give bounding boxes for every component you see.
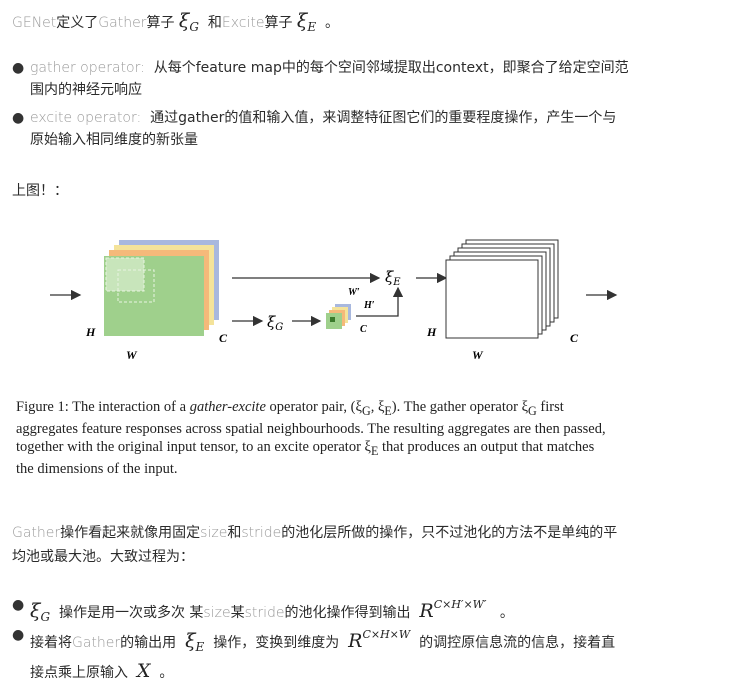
bullet-text: 从每个feature map中的每个空间邻域提取出context，即聚合了给定空…: [153, 60, 629, 76]
bullet-gather: ● gather operator: 从每个feature map中的每个空间邻…: [12, 57, 720, 101]
xi-g-symbol: ξG: [178, 10, 199, 34]
xi-e-symbol: ξE: [296, 10, 317, 34]
output-tensor: [445, 239, 559, 339]
xi-g-symbol: ξG: [30, 600, 51, 624]
neighbourhood-2: [117, 269, 155, 303]
para2-line1: Gather操作看起来就像用固定size和stride的池化层所做的操作，只不过…: [12, 525, 618, 541]
gather-word: Gather: [12, 525, 61, 541]
label-C-mid: C: [360, 324, 367, 335]
size-word: size: [203, 605, 231, 621]
gather-word: Gather: [72, 635, 121, 651]
intro-text-2: 算子: [146, 15, 175, 31]
gather-word: Gather: [98, 15, 147, 31]
bullet-dot: ●: [12, 597, 25, 613]
small-cell: [330, 317, 335, 322]
para2-line2: 均池或最大池。大致过程为：: [12, 549, 194, 565]
intro-text-5: 。: [325, 15, 340, 31]
size-word: size: [200, 525, 228, 541]
output-dims: RC×H′×W′: [419, 598, 487, 622]
stride-word: stride: [241, 525, 282, 541]
neighbourhood-1: [105, 257, 145, 292]
stride-word: stride: [244, 605, 285, 621]
bullet-gather-process: ● ξG 操作是用一次或多次 某size某stride的池化操作得到输出 RC×…: [12, 594, 720, 628]
figure-diagram: H W C ξG W′ H′ C ξE H W C: [14, 232, 720, 482]
label-H-left: H: [85, 325, 96, 339]
intro-line: GENet定义了Gather算子 ξG 和Excite算子 ξE 。: [12, 10, 339, 38]
label-W-right: W: [472, 348, 484, 362]
label-C-right: C: [570, 331, 579, 345]
bullet-dot: ●: [12, 60, 25, 76]
label-H-prime: H′: [363, 300, 375, 311]
bullet-term: gather operator:: [30, 60, 145, 76]
intro-text-4: 算子: [264, 15, 293, 31]
genet-word: GENet: [12, 15, 57, 31]
bullet-text-cont: 围内的神经元响应: [30, 82, 142, 98]
input-x-symbol: X: [136, 660, 151, 682]
xi-g-label: ξG: [267, 313, 283, 333]
xi-e-label: ξE: [385, 268, 401, 288]
bullet-dot: ●: [12, 627, 25, 643]
label-W-prime: W′: [348, 287, 360, 298]
bullet-dot: ●: [12, 110, 25, 126]
bullet-excite: ● excite operator: 通过gather的值和输入值，来调整特征图…: [12, 107, 720, 151]
excite-word: Excite: [221, 15, 265, 31]
xi-e-symbol: ξE: [185, 630, 205, 654]
label-W-left: W: [126, 348, 138, 362]
gather-excite-diagram: H W C ξG W′ H′ C ξE H W C: [50, 239, 618, 362]
up-arrow: [356, 286, 404, 317]
intro-text-3: 和: [207, 15, 222, 31]
bullet-text-cont: 原始输入相同维度的新张量: [30, 132, 198, 148]
label-C-left: C: [219, 331, 228, 345]
label-H-right: H: [426, 325, 437, 339]
intro-text-1: 定义了: [56, 15, 99, 31]
above-figure-text: 上图！：: [12, 183, 68, 199]
bullet-excite-process: ● 接着将Gather的输出用 ξE 操作，变换到维度为 RC×H×W 的调控原…: [12, 624, 720, 684]
figure-caption: Figure 1: The interaction of a gather-ex…: [16, 399, 606, 477]
target-dims: RC×H×W: [348, 628, 411, 652]
bullet-term: excite operator:: [30, 110, 142, 126]
bullet-text: 通过gather的值和输入值，来调整特征图它们的重要程度操作，产生一个与: [150, 110, 617, 126]
